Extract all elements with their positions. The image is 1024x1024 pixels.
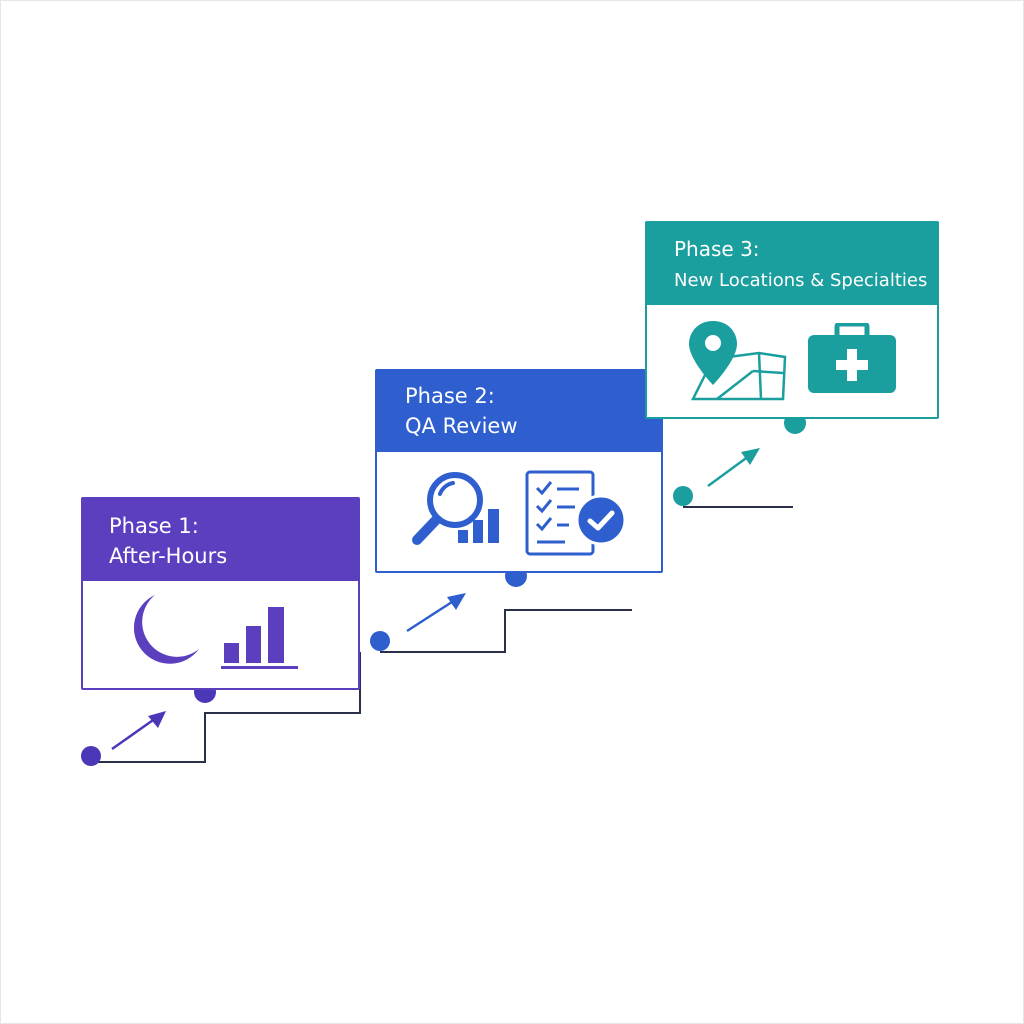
phase-2-title: Phase 2: — [405, 384, 495, 408]
check-badge-icon — [575, 494, 627, 546]
node-dot-1 — [81, 746, 101, 766]
moon-icon — [133, 595, 199, 664]
node-dot-5 — [673, 486, 693, 506]
node-dot-3 — [370, 631, 390, 651]
phase-3-subtitle: New Locations & Specialties — [674, 270, 928, 291]
phase-card-2: Phase 2: QA Review — [375, 369, 663, 573]
bar-chart-icon — [458, 509, 499, 543]
phase-card-3: Phase 3: New Locations & Specialties — [645, 221, 939, 419]
map-pin-icon — [689, 321, 787, 401]
arrow-icon-1 — [111, 711, 166, 751]
phase-3-header: Phase 3: New Locations & Specialties — [647, 223, 937, 305]
magnifier-icon — [412, 472, 483, 545]
arrow-icon-3 — [707, 448, 760, 488]
phase-2-header: Phase 2: QA Review — [377, 371, 661, 452]
medical-kit-icon — [808, 323, 896, 393]
phase-card-1: Phase 1: After-Hours — [81, 497, 360, 690]
bar-chart-icon — [221, 607, 298, 669]
phase-2-subtitle: QA Review — [405, 414, 518, 439]
phase-3-body — [647, 305, 937, 417]
arrow-icon-2 — [406, 593, 466, 633]
phase-2-body — [377, 452, 661, 571]
phase-1-subtitle: After-Hours — [109, 544, 228, 569]
step-line-2 — [380, 609, 632, 653]
phase-1-body — [83, 581, 358, 688]
phase-1-title: Phase 1: — [109, 514, 199, 538]
step-line-1 — [91, 652, 361, 763]
phase-1-header: Phase 1: After-Hours — [83, 499, 358, 581]
phase-3-title: Phase 3: — [674, 237, 760, 261]
